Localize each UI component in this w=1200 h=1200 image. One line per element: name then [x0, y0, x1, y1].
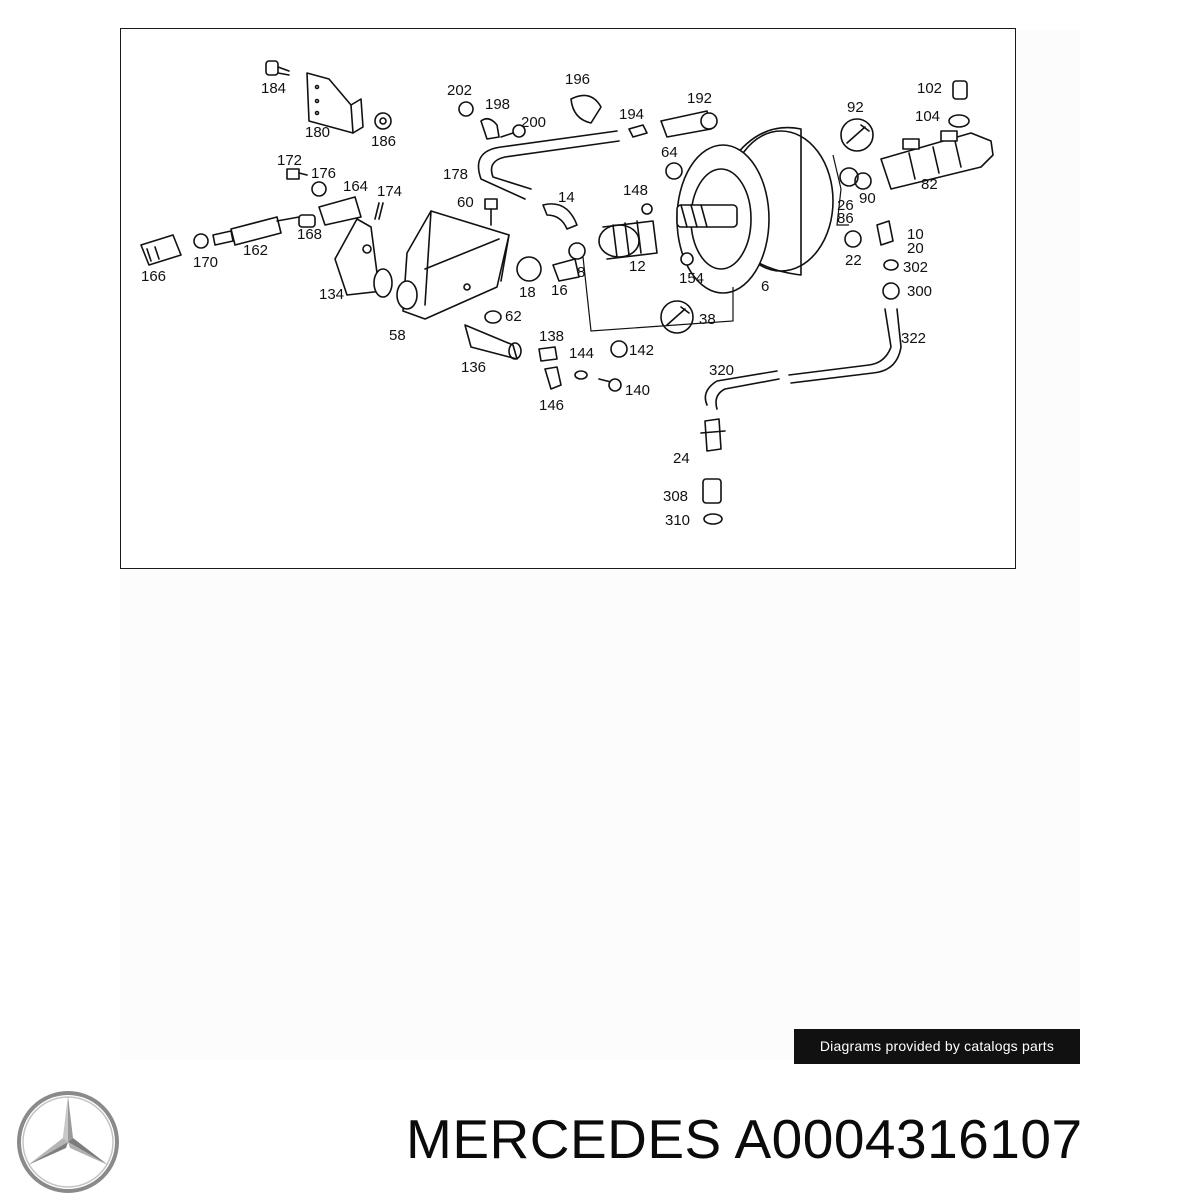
part-number-label: 322 — [901, 330, 926, 347]
part-number-label: 24 — [673, 450, 690, 467]
part-number-label: 164 — [343, 178, 368, 195]
part-number-label: 308 — [663, 488, 688, 505]
part-number-label: 90 — [859, 190, 876, 207]
part-number-label: 38 — [699, 311, 716, 328]
part-number-label: 162 — [243, 242, 268, 259]
part-number-label: 300 — [907, 283, 932, 300]
three-pointed-star-icon — [17, 1091, 119, 1193]
part-number-label: 148 — [623, 182, 648, 199]
part-number-label: 136 — [461, 359, 486, 376]
part-number-label: 10 — [907, 226, 924, 243]
part-number-label: 310 — [665, 512, 690, 529]
part-number-label: 138 — [539, 328, 564, 345]
part-number-label: 86 — [837, 210, 854, 227]
part-number-label: 202 — [447, 82, 472, 99]
part-number-label: 82 — [921, 176, 938, 193]
part-number-label: 200 — [521, 114, 546, 131]
part-number-label: 320 — [709, 362, 734, 379]
parts-diagram: 184 180 186 202 198 200 196 194 192 102 … — [120, 28, 1016, 569]
part-number-label: 16 — [551, 282, 568, 299]
part-number-label: 12 — [629, 258, 646, 275]
part-number-label: 154 — [679, 270, 704, 287]
part-number-label: 134 — [319, 286, 344, 303]
part-number-label: 14 — [558, 189, 575, 206]
part-number-labels: 184 180 186 202 198 200 196 194 192 102 … — [141, 71, 942, 529]
part-number-label: 146 — [539, 397, 564, 414]
part-number-label: 192 — [687, 90, 712, 107]
part-number-label: 166 — [141, 268, 166, 285]
part-number-label: 198 — [485, 96, 510, 113]
part-number-label: 142 — [629, 342, 654, 359]
part-number-label: 168 — [297, 226, 322, 243]
part-number-label: 186 — [371, 133, 396, 150]
part-number-label: 196 — [565, 71, 590, 88]
part-number-label: 180 — [305, 124, 330, 141]
part-number-label: 170 — [193, 254, 218, 271]
part-number-label: 104 — [915, 108, 940, 125]
part-number-label: 194 — [619, 106, 644, 123]
part-number-label: 22 — [845, 252, 862, 269]
part-number-label: 92 — [847, 99, 864, 116]
part-shapes — [140, 60, 994, 525]
part-number-label: 62 — [505, 308, 522, 325]
part-number-label: 26 — [837, 197, 854, 214]
part-number-label: 20 — [907, 240, 924, 257]
part-number-label: 60 — [457, 194, 474, 211]
part-number-label: 102 — [917, 80, 942, 97]
exploded-view-drawing: 184 180 186 202 198 200 196 194 192 102 … — [140, 60, 994, 529]
part-number-label: 176 — [311, 165, 336, 182]
part-number-label: 144 — [569, 345, 594, 362]
part-number-label: 6 — [761, 278, 769, 295]
part-number-label: 184 — [261, 80, 286, 97]
page-title: MERCEDES A0004316107 — [406, 1108, 1083, 1170]
part-number-label: 58 — [389, 327, 406, 344]
part-number-label: 174 — [377, 183, 402, 200]
part-number-label: 18 — [519, 284, 536, 301]
part-number-label: 178 — [443, 166, 468, 183]
part-number-label: 8 — [577, 264, 585, 281]
credit-banner: Diagrams provided by catalogs parts — [794, 1029, 1080, 1064]
part-number-label: 302 — [903, 259, 928, 276]
part-number-label: 140 — [625, 382, 650, 399]
part-number-label: 64 — [661, 144, 678, 161]
part-number-label: 172 — [277, 152, 302, 169]
